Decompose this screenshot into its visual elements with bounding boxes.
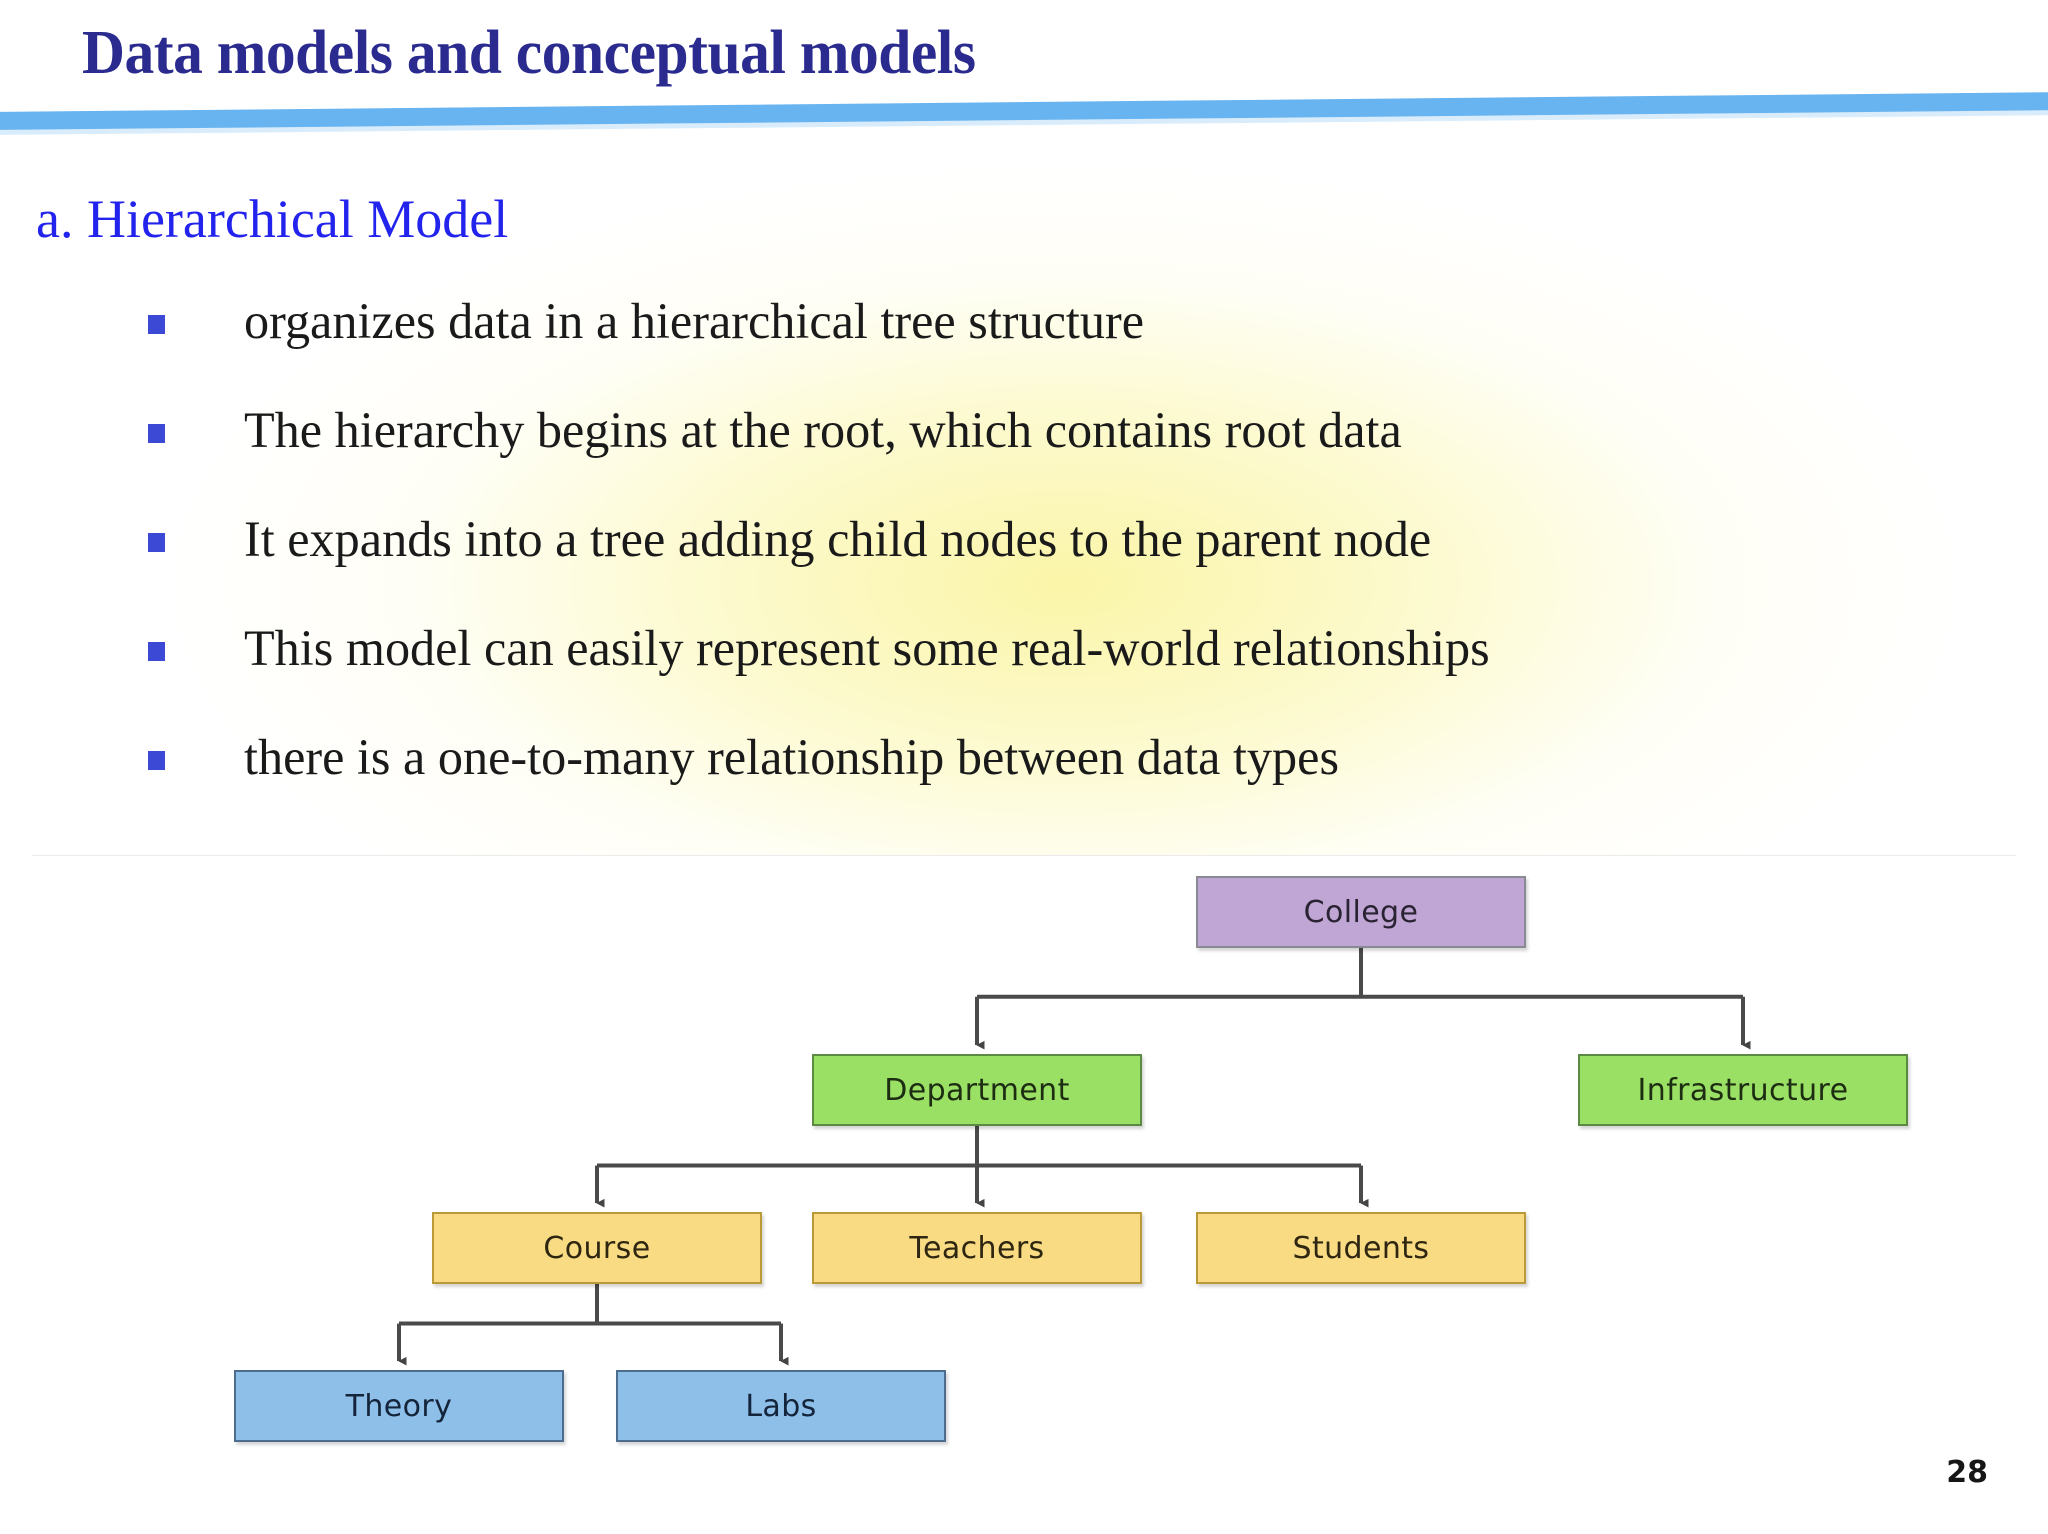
bullet-item-label: It expands into a tree adding child node… xyxy=(244,512,1432,568)
square-bullet-icon xyxy=(148,424,165,443)
hierarchical-tree-diagram: College Department Infrastructure Course… xyxy=(0,856,2048,1476)
slide-header: Data models and conceptual models xyxy=(0,0,2048,130)
tree-node-department[interactable]: Department xyxy=(812,1054,1142,1126)
bullet-item: The hierarchy begins at the root, which … xyxy=(140,397,2020,506)
tree-node-label: Course xyxy=(543,1230,651,1266)
tree-node-label: Labs xyxy=(745,1388,817,1424)
bullet-item: there is a one-to-many relationship betw… xyxy=(140,724,2020,833)
tree-node-label: Students xyxy=(1292,1230,1430,1266)
tree-node-labs[interactable]: Labs xyxy=(616,1370,946,1442)
bullet-item: It expands into a tree adding child node… xyxy=(140,506,2020,615)
bullet-item-label: The hierarchy begins at the root, which … xyxy=(244,403,1402,459)
bullet-item: This model can easily represent some rea… xyxy=(140,615,2020,724)
tree-node-theory[interactable]: Theory xyxy=(234,1370,564,1442)
tree-node-infrastructure[interactable]: Infrastructure xyxy=(1578,1054,1908,1126)
tree-node-label: Infrastructure xyxy=(1637,1072,1849,1108)
tree-node-teachers[interactable]: Teachers xyxy=(812,1212,1142,1284)
content-divider-line xyxy=(32,855,2016,856)
tree-node-label: Teachers xyxy=(909,1230,1045,1266)
bullet-item: organizes data in a hierarchical tree st… xyxy=(140,288,2020,397)
square-bullet-icon xyxy=(148,315,165,334)
bullet-item-label: organizes data in a hierarchical tree st… xyxy=(244,294,1145,350)
page-title: Data models and conceptual models xyxy=(82,19,976,87)
tree-connector-lines xyxy=(397,948,1751,1366)
tree-node-label: Theory xyxy=(345,1388,453,1424)
tree-node-label: College xyxy=(1303,894,1419,930)
body-content-panel xyxy=(0,140,2048,856)
bullet-item-label: there is a one-to-many relationship betw… xyxy=(244,730,1340,786)
square-bullet-icon xyxy=(148,642,165,661)
tree-node-label: Department xyxy=(884,1072,1070,1108)
bullet-list: organizes data in a hierarchical tree st… xyxy=(140,288,2020,833)
square-bullet-icon xyxy=(148,533,165,552)
tree-node-course[interactable]: Course xyxy=(432,1212,762,1284)
section-subheading: a. Hierarchical Model xyxy=(36,189,509,249)
tree-node-college[interactable]: College xyxy=(1196,876,1526,948)
bullet-item-label: This model can easily represent some rea… xyxy=(244,621,1490,677)
square-bullet-icon xyxy=(148,751,165,770)
tree-node-students[interactable]: Students xyxy=(1196,1212,1526,1284)
page-number: 28 xyxy=(1946,1455,1988,1490)
